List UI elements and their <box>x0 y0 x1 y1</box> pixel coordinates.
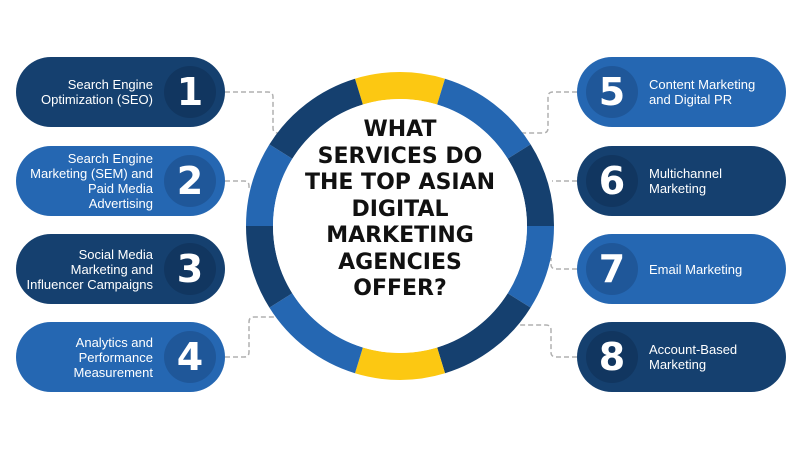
connector-8 <box>520 324 577 358</box>
service-label: Search Engine Optimization (SEO) <box>26 57 153 127</box>
service-item-6: Multichannel Marketing 6 <box>577 146 786 216</box>
service-number-badge: 1 <box>164 66 216 118</box>
service-label-text: Content Marketing and Digital PR <box>649 77 756 107</box>
service-item-3: Social Media Marketing and Influencer Ca… <box>16 234 225 304</box>
ring-segment <box>437 78 531 159</box>
service-item-2: Search Engine Marketing (SEM) and Paid M… <box>16 146 225 216</box>
service-number-badge: 3 <box>164 243 216 295</box>
service-item-5: Content Marketing and Digital PR 5 <box>577 57 786 127</box>
service-item-8: Account-Based Marketing 8 <box>577 322 786 392</box>
center-title: WHAT SERVICES DO THE TOP ASIAN DIGITAL M… <box>304 117 496 301</box>
service-label: Account-Based Marketing <box>649 322 776 392</box>
ring-segment <box>437 293 531 374</box>
connector-1 <box>225 91 282 134</box>
service-number-badge: 7 <box>586 243 638 295</box>
center-circle <box>273 99 527 353</box>
ring-segment <box>246 226 293 308</box>
service-number-badge: 6 <box>586 155 638 207</box>
service-label-text: Analytics and Performance Measurement <box>73 334 153 380</box>
connector-2 <box>225 180 250 190</box>
service-label-text: Email Marketing <box>649 261 743 277</box>
ring-segment <box>269 78 363 159</box>
service-label: Content Marketing and Digital PR <box>649 57 776 127</box>
service-label-text: Search Engine Marketing (SEM) and Paid M… <box>30 151 153 211</box>
ring-segment <box>507 226 554 308</box>
service-number-badge: 8 <box>586 331 638 383</box>
service-label-text: Search Engine Optimization (SEO) <box>41 77 153 107</box>
service-label: Email Marketing <box>649 234 776 304</box>
service-label-text: Social Media Marketing and Influencer Ca… <box>26 246 153 292</box>
ring-segment <box>354 347 446 380</box>
connector-7 <box>550 258 577 270</box>
service-item-1: Search Engine Optimization (SEO) 1 <box>16 57 225 127</box>
service-label-text: Account-Based Marketing <box>649 342 738 372</box>
ring-segment <box>354 71 446 105</box>
service-item-7: Email Marketing 7 <box>577 234 786 304</box>
service-number-badge: 2 <box>164 155 216 207</box>
service-label: Social Media Marketing and Influencer Ca… <box>26 234 153 304</box>
ring-segment <box>269 293 363 374</box>
ring-segment <box>246 144 293 226</box>
connector-5 <box>520 91 577 134</box>
ring-segment <box>507 144 554 226</box>
service-number-badge: 4 <box>164 331 216 383</box>
service-number-badge: 5 <box>586 66 638 118</box>
service-label: Analytics and Performance Measurement <box>26 322 153 392</box>
connector-4 <box>225 316 282 358</box>
service-label: Multichannel Marketing <box>649 146 776 216</box>
service-label: Search Engine Marketing (SEM) and Paid M… <box>26 146 153 216</box>
service-label-text: Multichannel Marketing <box>649 166 722 196</box>
